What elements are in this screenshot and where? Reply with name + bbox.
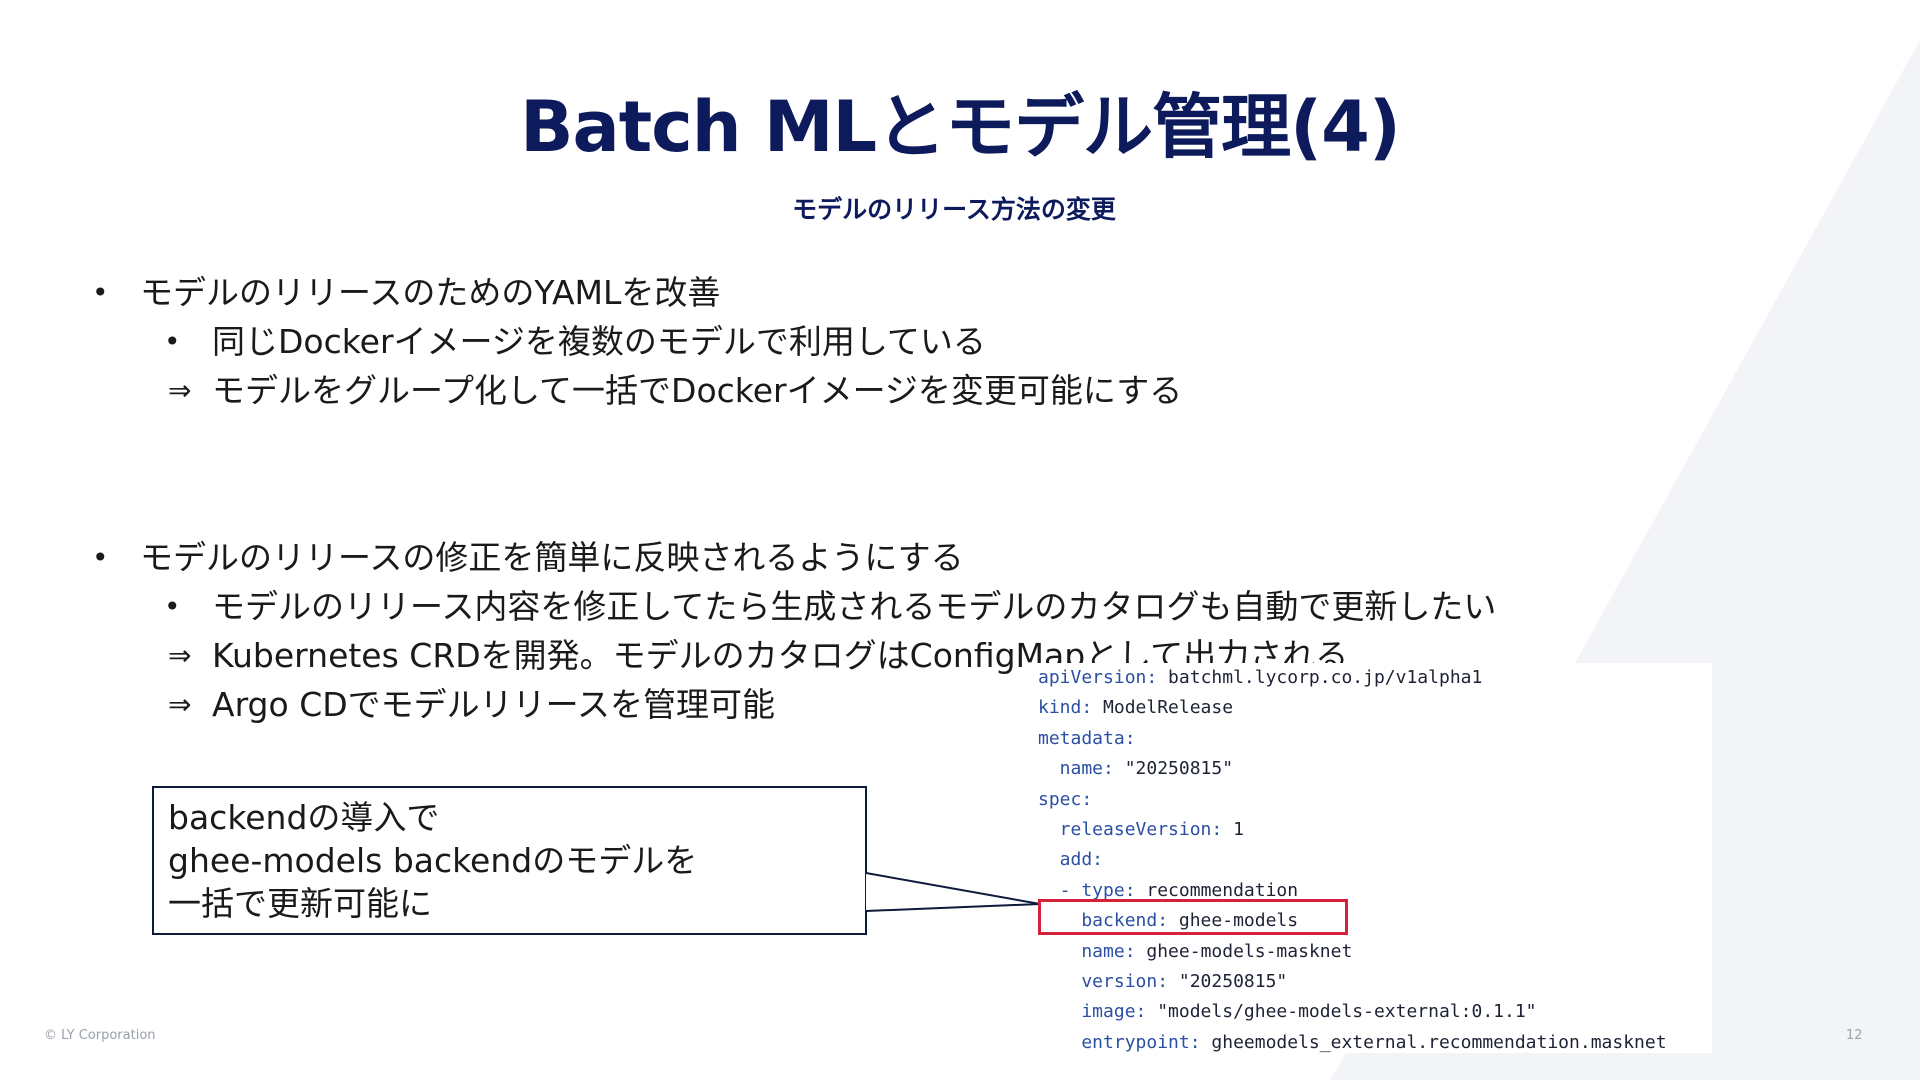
arrow-marker: ⇒ (168, 688, 192, 721)
bullet-text: モデルのリリースのためのYAMLを改善 (140, 273, 721, 312)
bullet-marker: • (164, 325, 181, 358)
arrow-item: ⇒ モデルをグループ化して一括でDockerイメージを変更可能にする (90, 366, 1650, 415)
arrow-text: モデルをグループ化して一括でDockerイメージを変更可能にする (212, 371, 1183, 410)
bullet-marker: • (92, 276, 109, 309)
yaml-code-panel: apiVersion: batchml.lycorp.co.jp/v1alpha… (1028, 663, 1712, 1053)
callout-line: ghee-models backendのモデルを (168, 841, 698, 880)
bullet-text: モデルのリリースの修正を簡単に反映されるようにする (140, 538, 964, 577)
footer-copyright: © LY Corporation (44, 1028, 156, 1043)
code-line-highlighted: backend: ghee-models (1038, 910, 1299, 932)
code-line: metadata: (1038, 727, 1136, 749)
callout-line: 一括で更新可能に (168, 884, 432, 923)
bullet-item: • モデルのリリースの修正を簡単に反映されるようにする (90, 533, 1650, 582)
code-line: version: "20250815" (1038, 970, 1288, 992)
callout-box: backendの導入で ghee-models backendのモデルを 一括で… (152, 786, 867, 935)
code-line: kind: ModelRelease (1038, 697, 1234, 719)
code-highlight-box (1038, 899, 1348, 935)
sub-bullet-text: モデルのリリース内容を修正してたら生成されるモデルのカタログも自動で更新したい (212, 587, 1497, 626)
code-line: - type: recommendation (1038, 879, 1299, 901)
code-line: image: "models/ghee-models-external:0.1.… (1038, 1001, 1537, 1023)
arrow-item: ⇒ Argo CDでモデルリリースを管理可能 (90, 680, 1650, 729)
bullet-list: • モデルのリリースのためのYAMLを改善 • 同じDockerイメージを複数の… (90, 268, 1650, 729)
code-line: releaseVersion: 1 (1038, 818, 1244, 840)
arrow-marker: ⇒ (168, 374, 192, 407)
bullet-item: • モデルのリリースのためのYAMLを改善 (90, 268, 1650, 317)
code-line: name: "20250815" (1038, 758, 1234, 780)
code-line: entrypoint: gheemodels_external.recommen… (1038, 1031, 1667, 1053)
sub-bullet-text: 同じDockerイメージを複数のモデルで利用している (212, 322, 986, 361)
bullet-marker: • (92, 541, 109, 574)
spacer (90, 415, 1650, 533)
slide-subtitle: モデルのリリース方法の変更 (792, 195, 1116, 224)
code-line: apiVersion: batchml.lycorp.co.jp/v1alpha… (1038, 667, 1483, 688)
code-line: spec: (1038, 788, 1093, 810)
page-number: 12 (1846, 1028, 1863, 1043)
arrow-marker: ⇒ (168, 639, 192, 672)
sub-bullet-item: • 同じDockerイメージを複数のモデルで利用している (90, 317, 1650, 366)
slide-title: Batch MLとモデル管理(4) (520, 86, 1401, 168)
code-line: name: ghee-models-masknet (1038, 940, 1353, 962)
code-line: add: (1038, 849, 1104, 871)
bullet-marker: • (164, 590, 181, 623)
arrow-text: Argo CDでモデルリリースを管理可能 (212, 685, 775, 724)
sub-bullet-item: • モデルのリリース内容を修正してたら生成されるモデルのカタログも自動で更新した… (90, 582, 1650, 631)
callout-line: backendの導入で (168, 798, 440, 837)
